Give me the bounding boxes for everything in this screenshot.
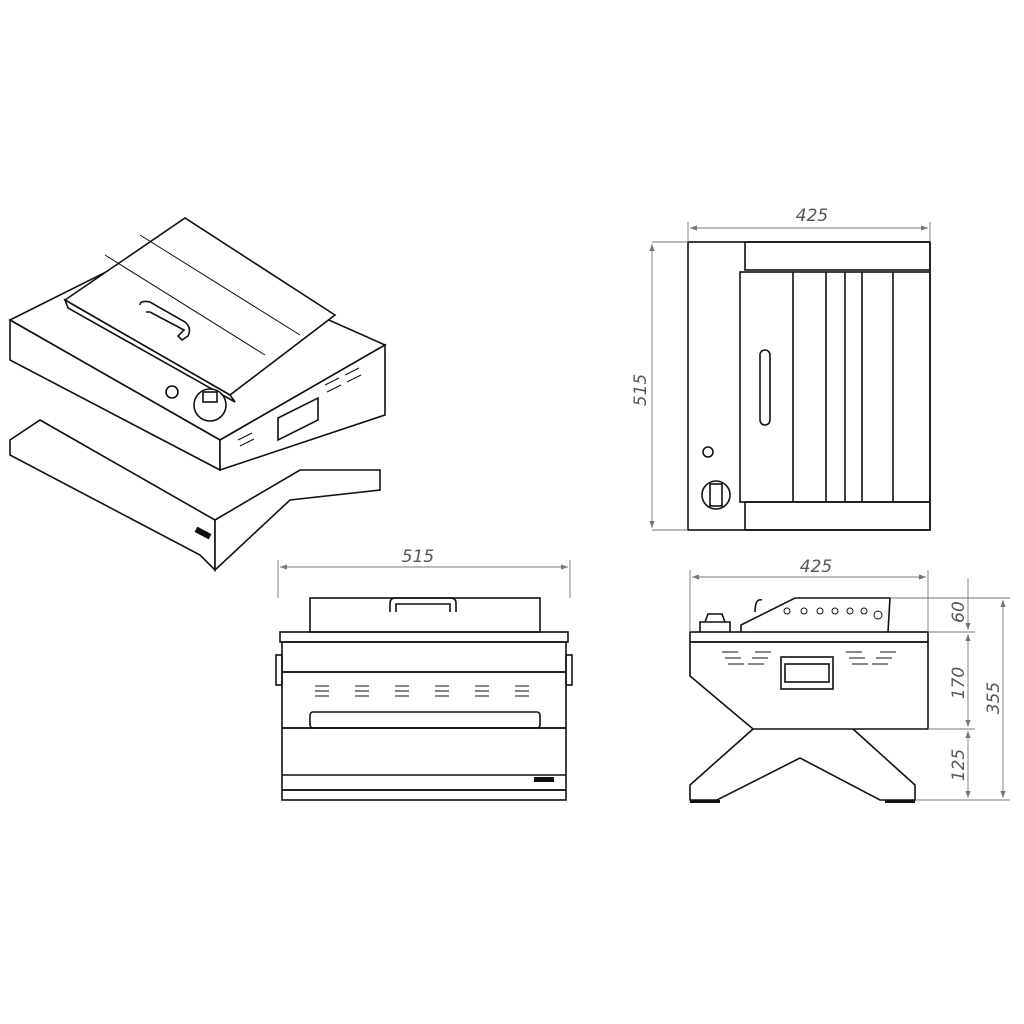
brand-logo bbox=[194, 526, 212, 540]
side-view: 425 60 170 125 355 bbox=[689, 557, 1010, 803]
lid-ribs bbox=[104, 234, 301, 356]
side-vents bbox=[237, 367, 362, 447]
dim-top-depth: 515 bbox=[631, 374, 651, 406]
top-view: 425 515 bbox=[631, 206, 931, 531]
control-knob bbox=[701, 480, 731, 510]
isometric-view bbox=[8, 217, 387, 572]
front-view: 515 bbox=[275, 547, 573, 801]
dim-total-height: 355 bbox=[984, 682, 1004, 714]
dim-stand-height: 125 bbox=[949, 749, 969, 781]
indicator-light bbox=[165, 385, 179, 399]
lid-edge bbox=[63, 298, 236, 403]
lid-handle bbox=[389, 597, 457, 612]
indicator-light bbox=[702, 446, 714, 458]
stand-side-leg bbox=[214, 469, 381, 572]
brand-logo bbox=[534, 777, 554, 782]
dim-body-height: 170 bbox=[949, 667, 969, 699]
lid-handle bbox=[139, 300, 191, 342]
knob-grip bbox=[202, 391, 218, 403]
control-knob bbox=[193, 388, 227, 422]
dim-lid-height: 60 bbox=[949, 601, 969, 623]
dim-front-width: 515 bbox=[402, 547, 434, 567]
side-window bbox=[277, 396, 319, 442]
dim-top-width: 425 bbox=[796, 206, 828, 226]
dim-side-width: 425 bbox=[800, 557, 832, 577]
front-vents bbox=[315, 685, 529, 697]
door-handle bbox=[759, 349, 771, 426]
